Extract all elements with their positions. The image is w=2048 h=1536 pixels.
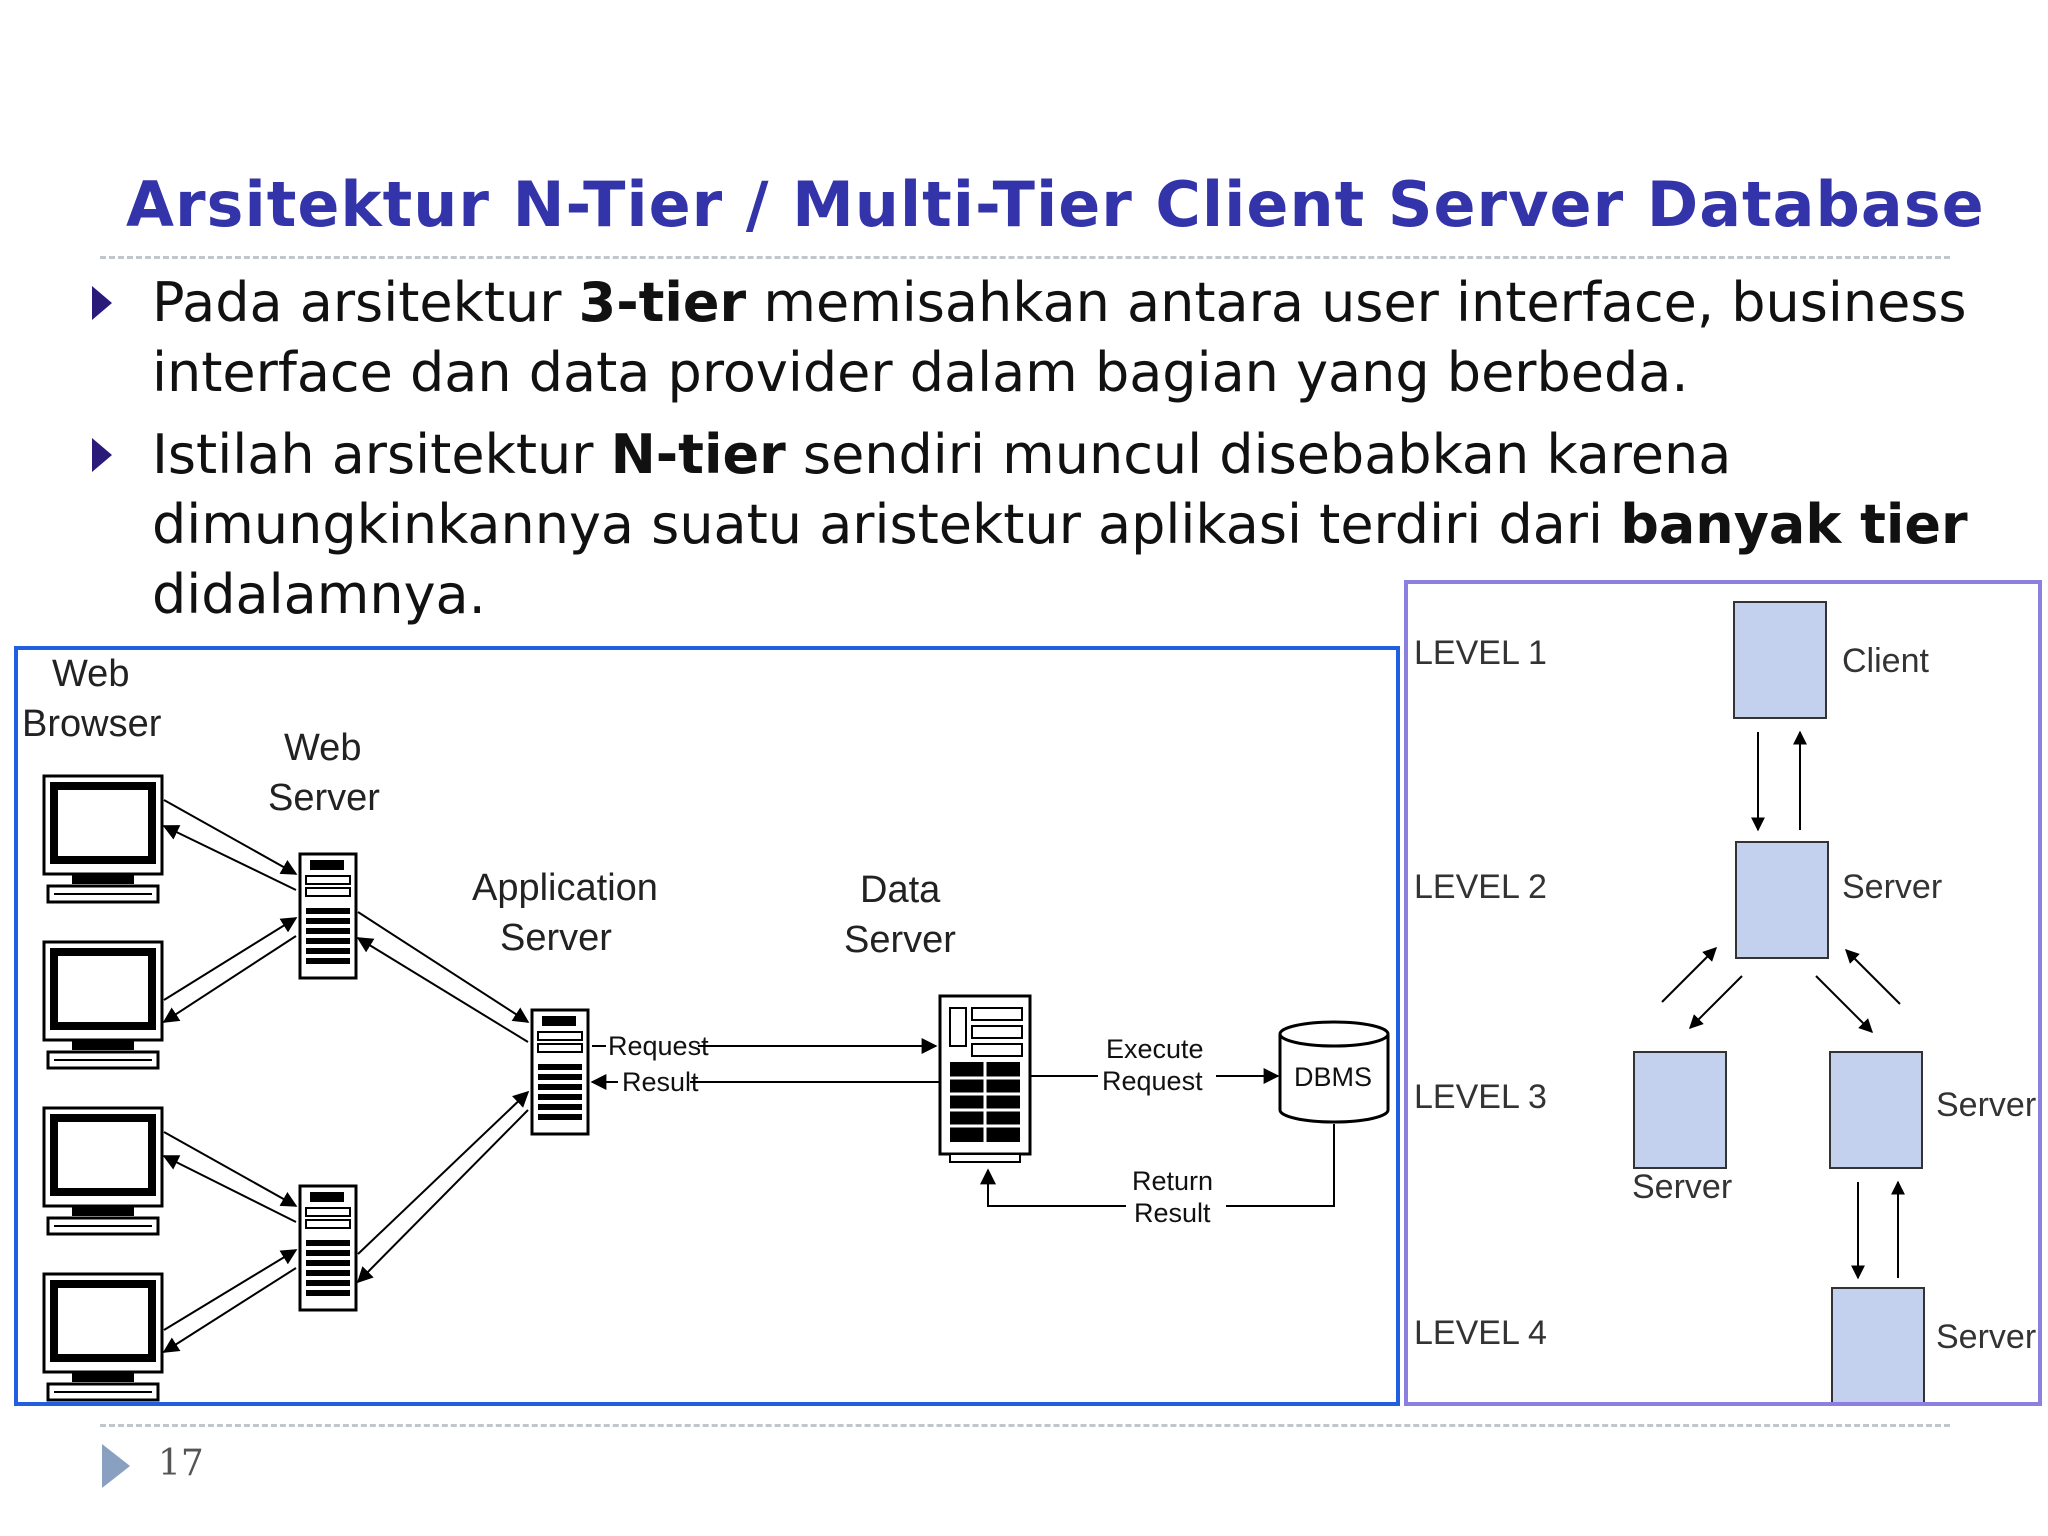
client-computer-icon <box>44 1108 162 1234</box>
level-2-label: LEVEL 2 <box>1414 868 1547 906</box>
server-level-3-left-label: Server <box>1632 1168 1732 1206</box>
server-box-level-3-left <box>1633 1051 1727 1169</box>
server-box-level-4 <box>1831 1287 1925 1405</box>
web-server-icon <box>298 852 358 980</box>
execute-request-label-1: Execute <box>1106 1034 1204 1064</box>
request-label: Request <box>608 1031 709 1061</box>
dbms-cylinder-icon <box>1278 1020 1390 1124</box>
bullet-1-line-1: Pada arsitektur 3-tier memisahkan antara… <box>152 271 1967 334</box>
server-box-level-2 <box>1735 841 1829 959</box>
client-computer-icon <box>44 776 162 902</box>
tier-level-diagram: LEVEL 1 LEVEL 2 LEVEL 3 LEVEL 4 Client S… <box>1404 580 2042 1406</box>
level-3-label: LEVEL 3 <box>1414 1078 1547 1116</box>
server-level-3-right-label: Server <box>1936 1086 2036 1124</box>
return-result-label-2: Result <box>1134 1198 1211 1228</box>
client-label: Client <box>1842 642 1929 680</box>
level-1-label: LEVEL 1 <box>1414 634 1547 672</box>
execute-request-label-2: Request <box>1102 1066 1203 1096</box>
web-browser-label-1: Web <box>52 653 129 695</box>
n-tier-network-diagram: Web Browser Web Server Application Serve… <box>14 646 1400 1406</box>
result-label: Result <box>622 1067 699 1097</box>
title-divider <box>100 256 1950 259</box>
bullet-2-line-1: Istilah arsitektur N-tier sendiri muncul… <box>152 423 1732 486</box>
bullet-triangle-icon <box>92 286 112 320</box>
footer-triangle-icon <box>102 1444 130 1488</box>
app-server-label-1: Application <box>472 867 658 909</box>
server-box-level-3-right <box>1829 1051 1923 1169</box>
level-4-label: LEVEL 4 <box>1414 1314 1547 1352</box>
client-computer-icon <box>44 942 162 1068</box>
web-browser-label-2: Browser <box>22 703 162 745</box>
application-server-icon <box>530 1008 590 1136</box>
bullet-triangle-icon <box>92 438 112 472</box>
page-number: 17 <box>158 1443 204 1484</box>
footer-divider <box>100 1424 1950 1427</box>
data-server-label-2: Server <box>844 919 956 961</box>
bullet-1-line-2: interface dan data provider dalam bagian… <box>152 341 1689 404</box>
web-server-label-2: Server <box>268 777 380 819</box>
web-server-label-1: Web <box>284 727 361 769</box>
bullet-2-line-2: dimungkinkannya suatu aristektur aplikas… <box>152 493 1968 556</box>
slide-title: Arsitektur N-Tier / Multi-Tier Client Se… <box>126 168 1985 241</box>
data-server-icon <box>938 994 1032 1163</box>
dbms-label: DBMS <box>1294 1062 1372 1092</box>
data-server-label-1: Data <box>860 869 941 911</box>
app-server-label-2: Server <box>500 917 612 959</box>
client-computer-icon <box>44 1274 162 1400</box>
bullet-2-line-3: didalamnya. <box>152 563 486 626</box>
server-level-4-label: Server <box>1936 1318 2036 1356</box>
web-server-icon <box>298 1184 358 1312</box>
return-result-label-1: Return <box>1132 1166 1213 1196</box>
server-level-2-label: Server <box>1842 868 1942 906</box>
client-box <box>1733 601 1827 719</box>
